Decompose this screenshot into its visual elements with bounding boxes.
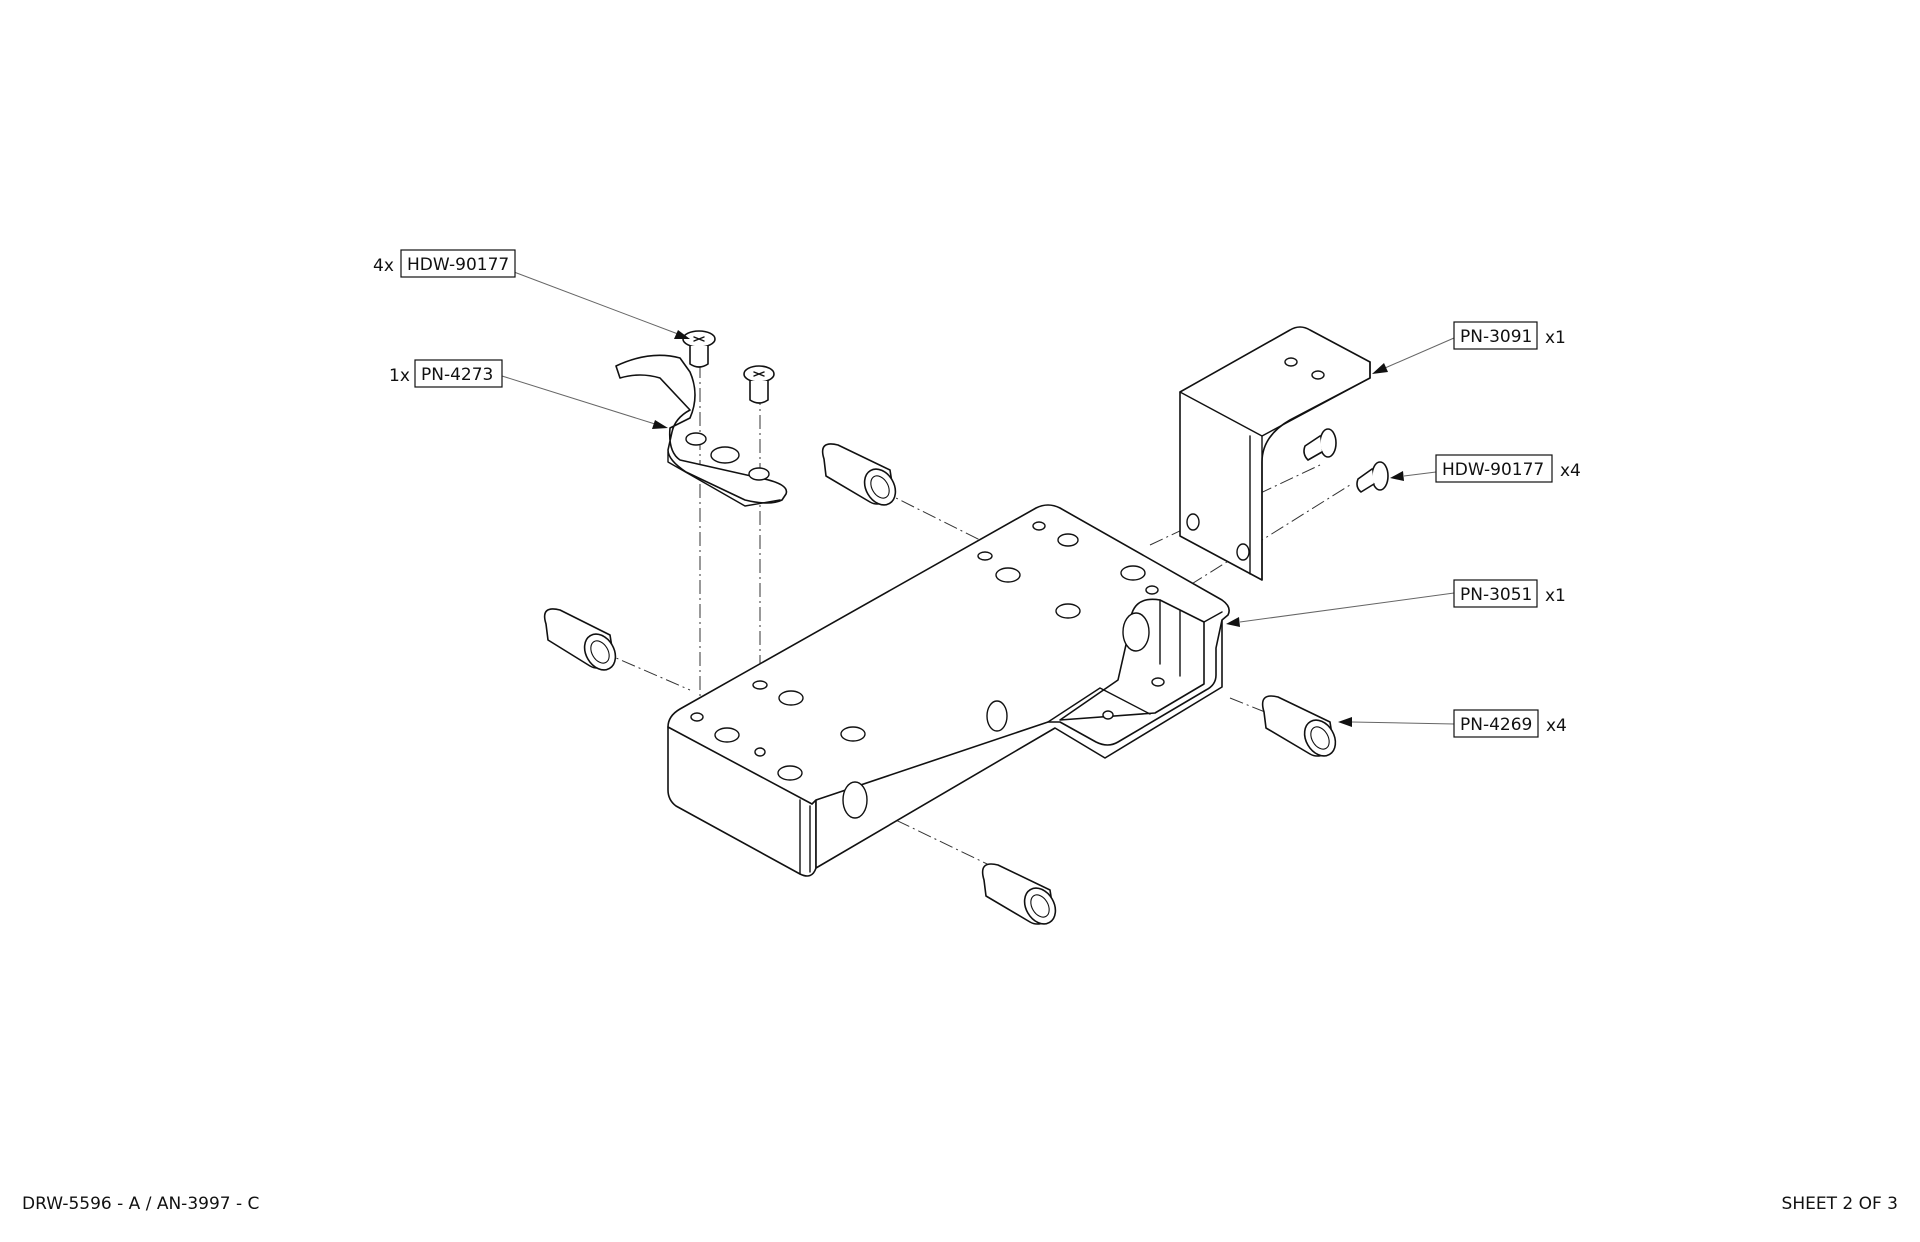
svg-text:1x: 1x xyxy=(389,366,410,386)
callout-pn-3091: PN-3091 x1 xyxy=(1453,321,1566,350)
svg-text:PN-3051: PN-3051 xyxy=(1460,585,1532,605)
svg-text:4x: 4x xyxy=(373,256,394,276)
drawing-id: DRW-5596 - A / AN-3997 - C xyxy=(22,1194,260,1214)
spacer-4 xyxy=(1261,695,1337,757)
svg-text:PN-4269: PN-4269 xyxy=(1460,715,1532,735)
spacer-1 xyxy=(543,608,617,671)
screw-2 xyxy=(743,365,775,404)
callout-pn-4273: 1x PN-4273 xyxy=(389,359,503,388)
base-plate-pn-3051 xyxy=(667,504,1230,877)
callout-hdw-90177-right: HDW-90177 x4 xyxy=(1435,454,1581,483)
screw-4 xyxy=(1356,461,1389,493)
svg-text:x4: x4 xyxy=(1546,716,1567,736)
svg-text:HDW-90177: HDW-90177 xyxy=(1442,460,1544,480)
callout-pn-3051: PN-3051 x1 xyxy=(1453,579,1566,608)
svg-text:PN-3091: PN-3091 xyxy=(1460,327,1532,347)
callout-hdw-90177-left: 4x HDW-90177 xyxy=(373,249,516,278)
svg-text:x4: x4 xyxy=(1560,461,1581,481)
sheet-number: SHEET 2 OF 3 xyxy=(1781,1194,1898,1214)
angle-bracket-pn-3091 xyxy=(1179,326,1371,581)
callout-leaders xyxy=(501,271,1455,727)
spacer-2 xyxy=(821,443,897,506)
svg-text:PN-4273: PN-4273 xyxy=(421,365,493,385)
screw-3 xyxy=(1303,428,1337,461)
svg-text:x1: x1 xyxy=(1545,586,1566,606)
spacer-3 xyxy=(981,863,1057,925)
latch-hook-pn-4273 xyxy=(615,354,788,507)
svg-text:x1: x1 xyxy=(1545,328,1566,348)
assembly-centerlines xyxy=(599,364,1351,876)
callout-pn-4269: PN-4269 x4 xyxy=(1453,709,1567,738)
screw-1 xyxy=(682,330,716,368)
svg-text:HDW-90177: HDW-90177 xyxy=(407,255,509,275)
